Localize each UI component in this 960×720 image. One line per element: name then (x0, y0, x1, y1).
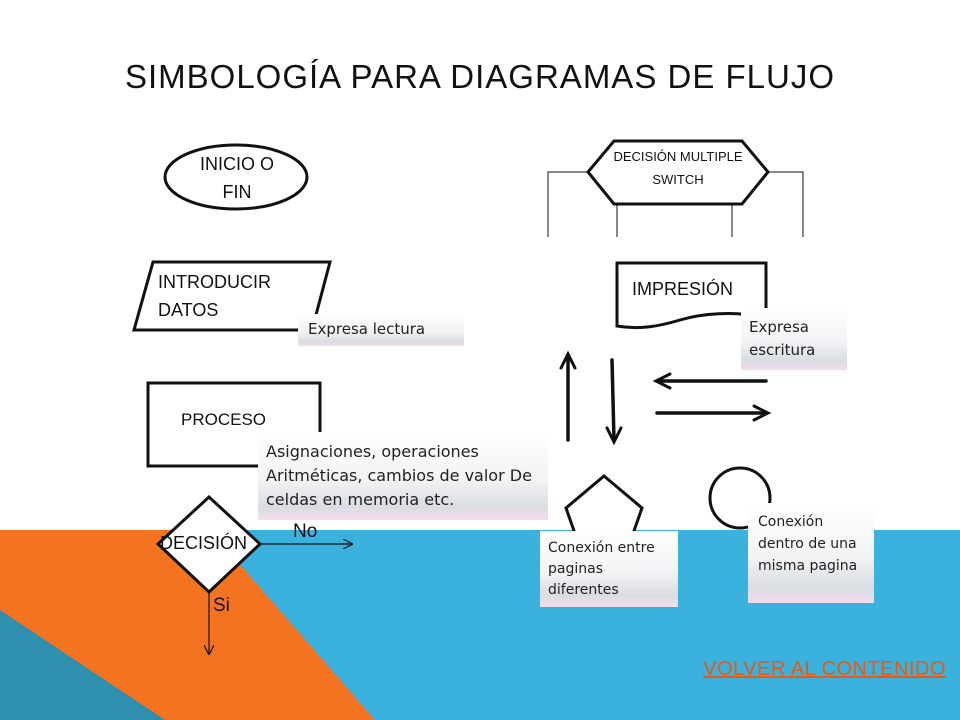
inicio-fin-symbol (163, 143, 309, 211)
volver-contenido-link[interactable]: VOLVER AL CONTENIDO (703, 658, 946, 680)
page-title: SIMBOLOGÍA PARA DIAGRAMAS DE FLUJO (124, 58, 836, 95)
arrow-up-head (559, 350, 577, 370)
note-conexion-paginas: Conexión entre paginas diferentes (540, 531, 678, 607)
impresion-label: IMPRESIÓN (632, 279, 734, 299)
proceso-label: PROCESO (181, 410, 267, 429)
arrow-left-head (652, 372, 672, 390)
inicio-fin-label: INICIO O FIN (199, 154, 274, 202)
note-conexion-misma: Conexión dentro de una misma pagina (748, 503, 874, 603)
arrow-right-head (752, 404, 772, 422)
introducir-datos-label: INTRODUCIR DATOS (158, 272, 271, 320)
note-escritura: Expresa escritura (741, 308, 847, 370)
note-lectura: Expresa lectura (298, 314, 464, 346)
arrow-down (610, 358, 616, 442)
note-proceso: Asignaciones, operaciones Aritméticas, c… (258, 432, 548, 520)
dark-blue-triangle (0, 610, 165, 720)
decision-multiple-label: DECISIÓN MULTIPLE SWITCH (613, 149, 743, 187)
decision-no-label: No (293, 521, 318, 542)
arrow-down-head (605, 426, 623, 446)
switch-branch-right (768, 171, 804, 237)
decision-si-label: Si (213, 595, 230, 616)
switch-branch-left (547, 171, 588, 237)
decision-label: DECISIÓN (160, 533, 248, 553)
